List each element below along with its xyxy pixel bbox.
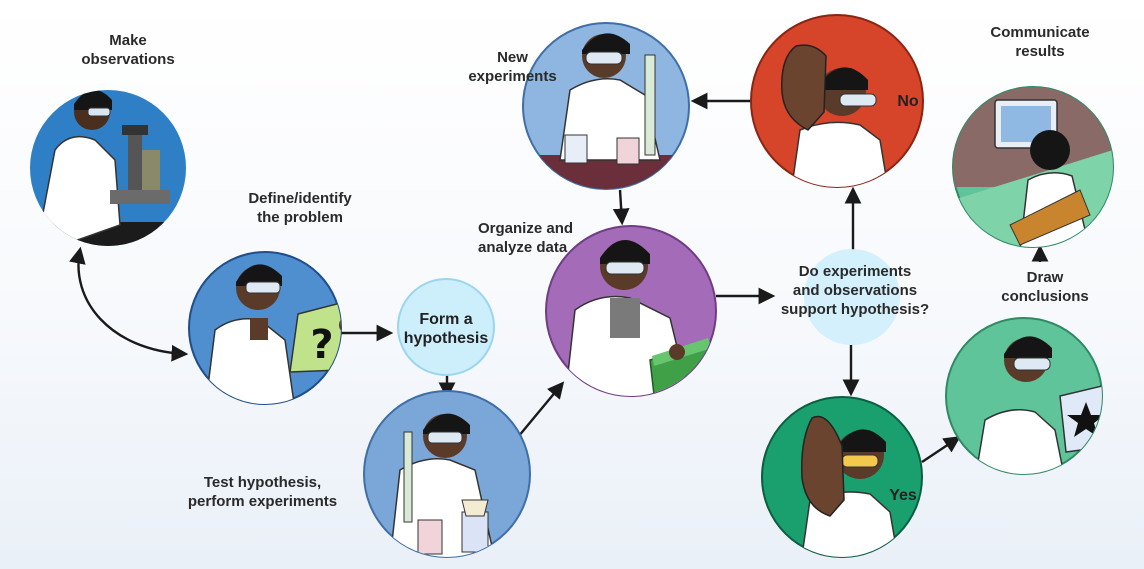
test-circle [363,390,531,558]
thumbs-up-icon [799,415,901,557]
define-circle: ? [188,251,342,405]
yes-circle [761,396,923,558]
communicate-results-label: Communicate results [990,24,1090,60]
conclusions-circle [945,317,1103,475]
define-problem-label: Define/identify the problem [248,190,352,226]
make-observations-label: Make observations [81,32,175,68]
new-experiments-circle [522,22,690,190]
arrow-yes-conclusions [921,436,961,463]
test-hypothesis-label: Test hypothesis, perform experiments [187,474,338,510]
communicate-circle [952,86,1114,248]
organize-data-label: Organize and analyze data [478,220,574,256]
thumbs-down-icon [781,44,891,187]
support-question-label: Do experiments and observations support … [780,263,930,318]
arrows [69,92,1049,463]
form-hypothesis-label: Form a hypothesis [403,311,489,347]
svg-text:?: ? [310,322,333,368]
support-bubble [804,249,900,345]
hypothesis-bubble [397,278,495,376]
arrow-observe-define [69,246,189,362]
yes-label: Yes [889,487,917,504]
computer-icon [953,87,1113,247]
arrow-test-organize [517,381,565,438]
new-experiments-label: New experiments [468,49,557,85]
arrow-newexp-organize [612,189,630,226]
draw-conclusions-label: Draw conclusions [1001,269,1089,305]
no-label: No [897,93,919,110]
no-circle [750,14,924,188]
observe-circle [30,90,186,246]
beakers-icon [389,413,496,557]
